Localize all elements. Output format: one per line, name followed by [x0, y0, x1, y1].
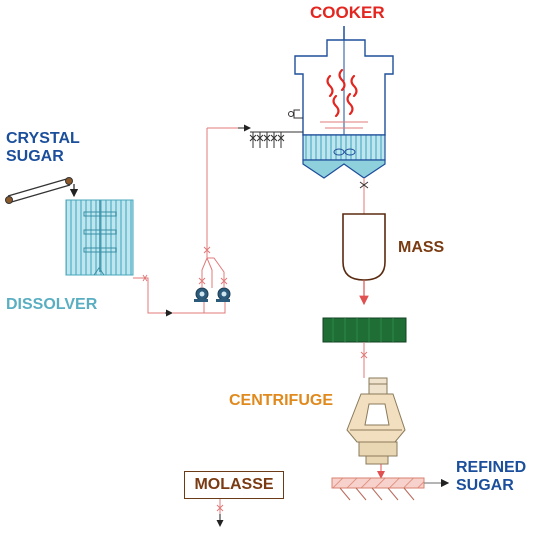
pump-icon [194, 287, 209, 302]
crystal-sugar-label-line1: CRYSTAL [6, 130, 80, 147]
dissolver-outlet-pipe [133, 274, 226, 317]
molasse-box: MOLASSE [184, 471, 284, 499]
valve-icon [359, 181, 369, 189]
crystal-sugar-label-line2: SUGAR [6, 148, 64, 165]
gauge-icon [288, 109, 303, 119]
refined-sugar-conveyor [331, 464, 450, 501]
refined-sugar-label-line1: REFINED [456, 459, 527, 476]
mass-label: MASS [398, 239, 445, 256]
mass-vessel [342, 213, 386, 306]
centrifuge [346, 377, 406, 465]
crystal-sugar-label: CRYSTAL SUGAR [6, 130, 80, 166]
refined-sugar-label-line2: SUGAR [456, 477, 514, 494]
stirrer-icon [333, 148, 356, 156]
dissolver-tank [65, 199, 134, 276]
steam-icon [326, 68, 358, 118]
dissolver-label: DISSOLVER [6, 296, 98, 313]
filter-unit [322, 317, 407, 378]
feed-pumps [194, 124, 251, 302]
refined-sugar-label: REFINED SUGAR [456, 459, 526, 495]
crystal-sugar-conveyor [5, 177, 79, 204]
molasse-label: MOLASSE [194, 476, 274, 493]
cooker-label: COOKER [310, 3, 385, 22]
pump-icon [216, 287, 231, 302]
cooker-vessel [249, 26, 394, 189]
centrifuge-label: CENTRIFUGE [229, 392, 333, 409]
